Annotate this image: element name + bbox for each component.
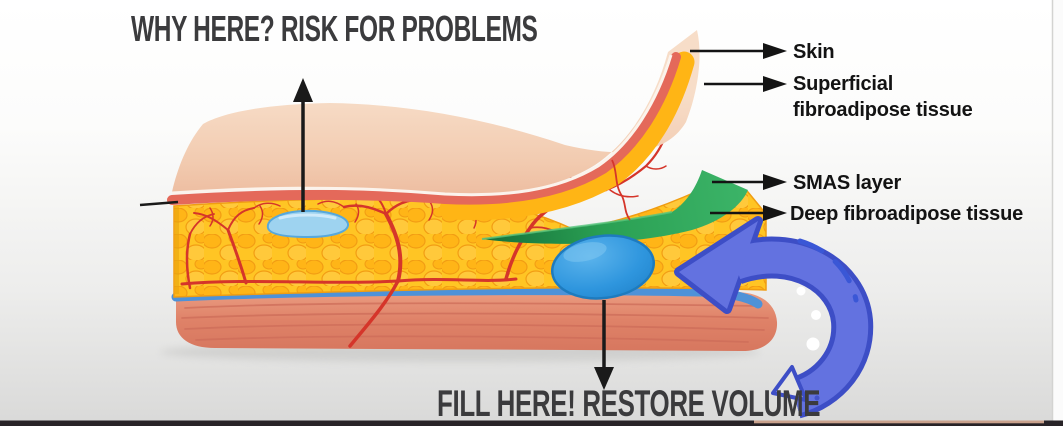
muscle-layer xyxy=(176,292,778,352)
swoosh-dots xyxy=(796,286,821,351)
swoosh-tail-notch xyxy=(771,365,808,402)
dermis-layer xyxy=(167,52,681,205)
smas-layer xyxy=(481,170,748,244)
swoosh-stray-dot xyxy=(814,395,820,401)
label-deep-fibroadipose: Deep fibroadipose tissue xyxy=(790,203,1024,225)
dermis-vessel-crack xyxy=(611,159,631,221)
label-skin: Skin xyxy=(793,41,835,63)
label-arrow-deep xyxy=(710,205,787,221)
left-tick-line xyxy=(139,200,179,207)
risk-arrow-up xyxy=(293,78,313,212)
deep-filler-blob xyxy=(550,234,656,300)
right-edge-strip xyxy=(1053,0,1063,421)
label-smas-layer: SMAS layer xyxy=(793,172,902,194)
flap-fat-band xyxy=(439,51,695,221)
swoosh-arrow xyxy=(674,216,874,419)
title-risk: WHY HERE? RISK FOR PROBLEMS xyxy=(131,8,538,49)
label-arrow-skin xyxy=(690,43,787,59)
bottom-strip xyxy=(0,420,1063,426)
volume-arrow-down xyxy=(594,300,614,390)
motion-dashes xyxy=(797,238,859,303)
epidermis-highlight xyxy=(171,54,673,197)
superficial-filler-blob xyxy=(266,209,349,239)
label-arrow-superficial xyxy=(704,76,787,92)
label-arrows xyxy=(690,43,787,221)
label-arrow-smas xyxy=(712,174,787,190)
caption-fill-here: FILL HERE! RESTORE VOLUME xyxy=(437,383,821,424)
skin-layer xyxy=(167,30,700,221)
label-superficial-fibroadipose: Superficial fibroadipose tissue xyxy=(793,73,973,121)
